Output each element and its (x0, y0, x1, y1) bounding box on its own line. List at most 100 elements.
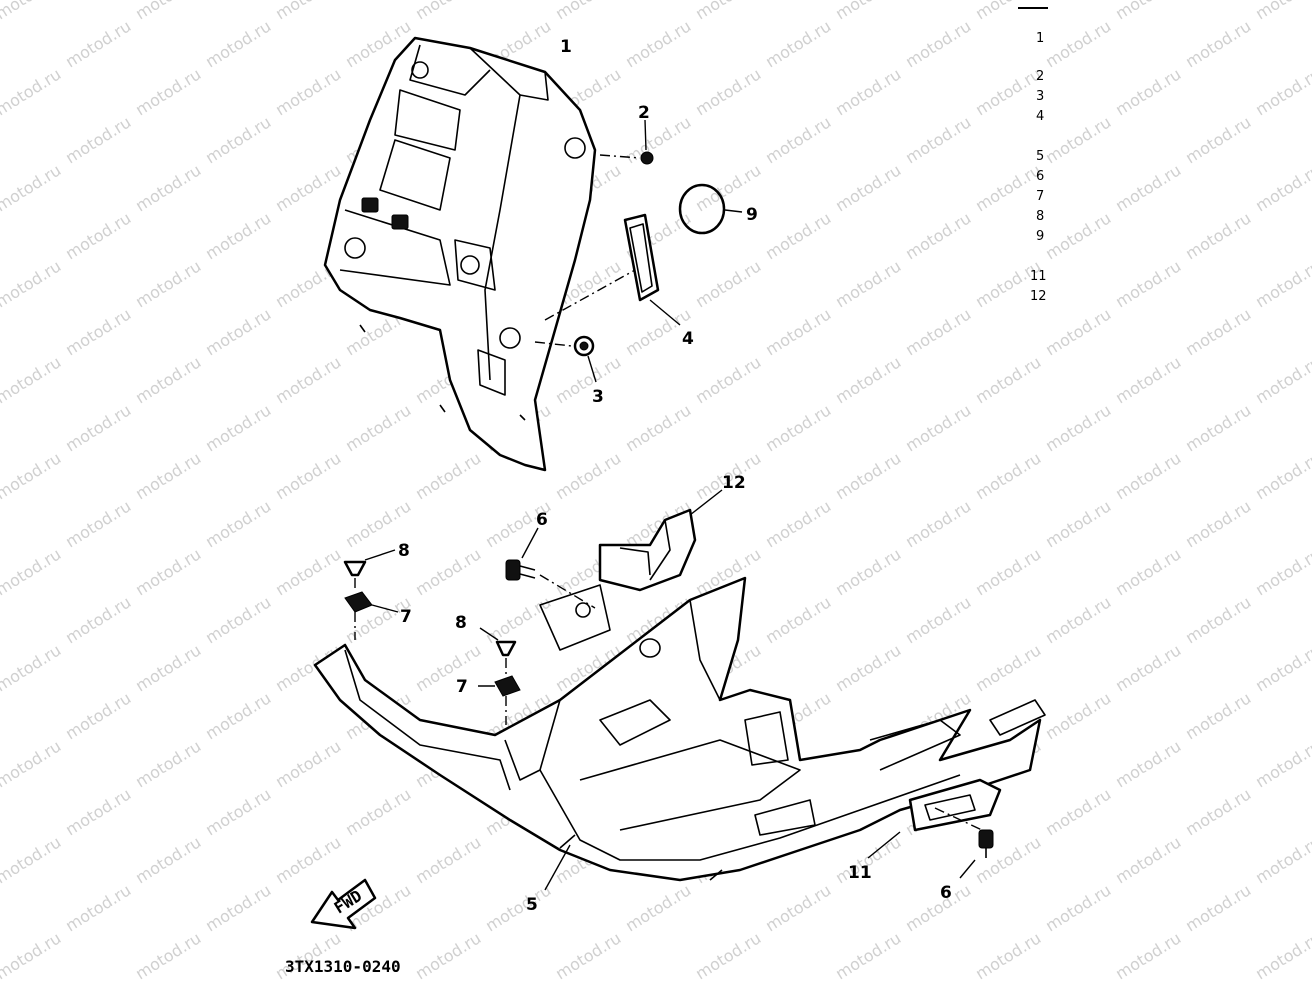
part-7-clip-upper (344, 578, 399, 640)
watermark-text: motod.ru (1112, 544, 1184, 599)
watermark-text: motod.ru (1112, 64, 1184, 119)
watermark-text: motod.ru (1252, 736, 1312, 791)
watermark-text: motod.ru (622, 16, 694, 71)
watermark-text: motod.ru (202, 208, 274, 263)
watermark-text: motod.ru (272, 832, 344, 887)
part-7-clip-lower (478, 658, 521, 725)
watermark-text: motod.ru (972, 640, 1044, 695)
watermark-text: motod.ru (552, 0, 624, 23)
watermark-text: motod.ru (1252, 352, 1312, 407)
fwd-arrow: FWD (310, 878, 377, 930)
watermark-text: motod.ru (552, 448, 624, 503)
reference-item-8: 8 (1036, 209, 1044, 224)
watermark-text: motod.ru (1042, 16, 1114, 71)
callout-9: 9 (746, 205, 758, 225)
watermark-text: motod.ru (132, 160, 204, 215)
watermark-text: motod.ru (0, 352, 64, 407)
watermark-text: motod.ru (622, 880, 694, 935)
watermark-text: motod.ru (132, 448, 204, 503)
watermark-text: motod.ru (972, 160, 1044, 215)
part-6-bolt-upper (505, 527, 596, 609)
watermark-text: motod.ru (412, 544, 484, 599)
watermark-text: motod.ru (972, 544, 1044, 599)
part-9-cap (678, 183, 743, 235)
watermark-text: motod.ru (1252, 256, 1312, 311)
watermark-text: motod.ru (0, 64, 64, 119)
watermark-text: motod.ru (62, 16, 134, 71)
watermark-text: motod.ru (1112, 736, 1184, 791)
watermark-text: motod.ru (132, 0, 204, 23)
watermark-text: motod.ru (902, 112, 974, 167)
reference-item-12: 12 (1030, 289, 1047, 304)
watermark-text: motod.ru (902, 496, 974, 551)
watermark-text: motod.ru (412, 0, 484, 23)
callout-3: 3 (592, 387, 604, 407)
callout-7-lower: 7 (456, 677, 468, 697)
watermark-text: motod.ru (132, 352, 204, 407)
callout-7-upper: 7 (400, 607, 412, 627)
watermark-text: motod.ru (972, 928, 1044, 983)
callout-1: 1 (560, 37, 572, 57)
watermark-text: motod.ru (132, 640, 204, 695)
watermark-text: motod.ru (62, 688, 134, 743)
watermark-text: motod.ru (1252, 0, 1312, 23)
watermark-text: motod.ru (1252, 448, 1312, 503)
watermark-text: motod.ru (62, 208, 134, 263)
watermark-text: motod.ru (202, 112, 274, 167)
callout-12: 12 (722, 473, 746, 493)
watermark-text: motod.ru (62, 496, 134, 551)
watermark-text: motod.ru (1252, 928, 1312, 983)
watermark-text: motod.ru (132, 928, 204, 983)
reference-item-7: 7 (1036, 189, 1044, 204)
watermark-text: motod.ru (0, 928, 64, 983)
watermark-text: motod.ru (692, 0, 764, 23)
part-8-rivet-upper (343, 549, 396, 577)
callout-4: 4 (682, 329, 694, 349)
watermark-text: motod.ru (832, 352, 904, 407)
watermark-text: motod.ru (0, 448, 64, 503)
watermark-text: motod.ru (0, 736, 64, 791)
watermark-text: motod.ru (832, 544, 904, 599)
watermark-text: motod.ru (832, 640, 904, 695)
watermark-text: motod.ru (902, 880, 974, 935)
callout-8-upper: 8 (398, 541, 410, 561)
watermark-text: motod.ru (762, 16, 834, 71)
watermark-text: motod.ru (762, 304, 834, 359)
diagram-code: 3TX1310-0240 (285, 957, 401, 976)
watermark-text: motod.ru (1042, 400, 1114, 455)
watermark-text: motod.ru (972, 0, 1044, 23)
callout-11: 11 (848, 863, 872, 883)
watermark-text: motod.ru (272, 160, 344, 215)
watermark-text: motod.ru (1042, 208, 1114, 263)
watermark-text: motod.ru (202, 688, 274, 743)
watermark-text: motod.ru (412, 640, 484, 695)
watermark-text: motod.ru (762, 112, 834, 167)
watermark-text: motod.ru (482, 880, 554, 935)
watermark-text: motod.ru (342, 784, 414, 839)
watermark-text: motod.ru (1252, 160, 1312, 215)
watermark-text: motod.ru (1182, 784, 1254, 839)
watermark-text: motod.ru (692, 256, 764, 311)
watermark-text: motod.ru (202, 400, 274, 455)
watermark-text: motod.ru (1252, 832, 1312, 887)
watermark-text: motod.ru (1042, 112, 1114, 167)
watermark-text: motod.ru (692, 64, 764, 119)
part-5-footboard (313, 576, 1046, 891)
watermark-text: motod.ru (62, 784, 134, 839)
watermark-text: motod.ru (1112, 160, 1184, 215)
watermark-text: motod.ru (1112, 256, 1184, 311)
watermark-text: motod.ru (132, 256, 204, 311)
reference-item-5: 5 (1036, 149, 1044, 164)
watermark-text: motod.ru (132, 832, 204, 887)
watermark-text: motod.ru (62, 592, 134, 647)
watermark-text: motod.ru (762, 400, 834, 455)
watermark-text: motod.ru (1042, 880, 1114, 935)
reference-item-9: 9 (1036, 229, 1044, 244)
watermark-text: motod.ru (1182, 400, 1254, 455)
reference-item-11: 11 (1030, 269, 1047, 284)
watermark-text: motod.ru (1112, 832, 1184, 887)
watermark-text: motod.ru (202, 16, 274, 71)
watermark-text: motod.ru (1252, 64, 1312, 119)
